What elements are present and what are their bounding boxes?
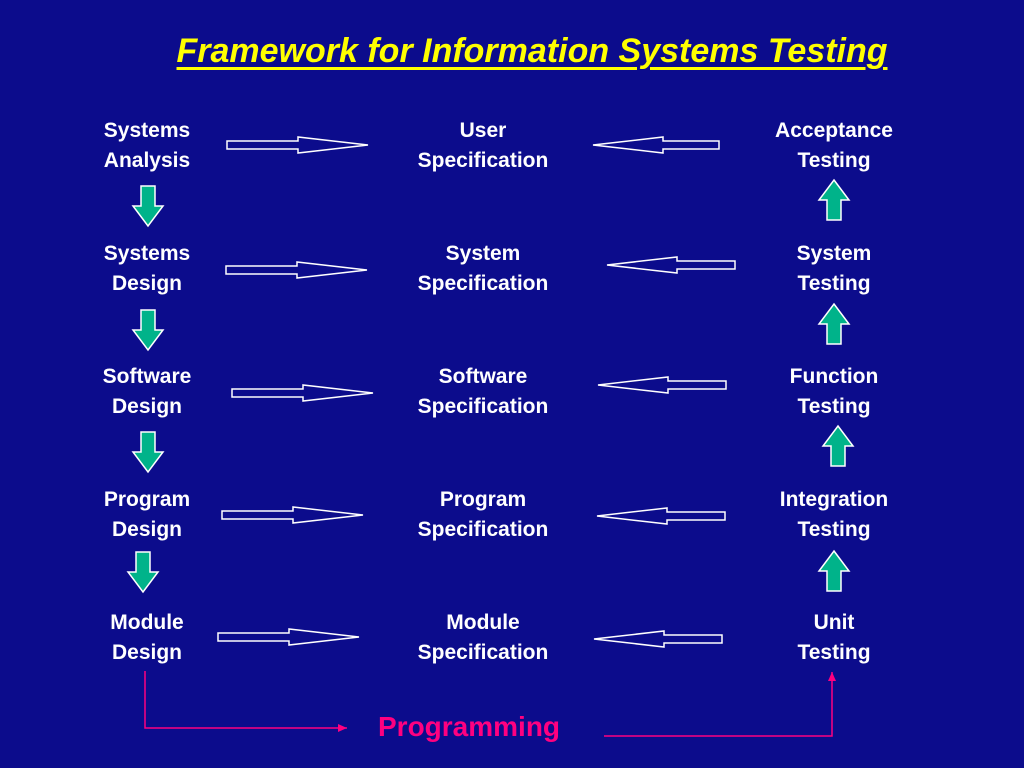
arrow-right-icon <box>221 506 364 524</box>
node-user-specification: User Specification <box>383 116 583 176</box>
arrow-down-icon <box>126 551 160 594</box>
arrow-right-icon <box>217 628 360 646</box>
node-line: Testing <box>797 641 871 664</box>
node-system-testing: System Testing <box>734 239 934 299</box>
node-line: Module <box>446 611 520 634</box>
slide-title: Framework for Information Systems Testin… <box>176 32 888 70</box>
node-line: Testing <box>797 149 871 172</box>
node-function-testing: Function Testing <box>734 362 934 422</box>
arrow-left-icon <box>596 507 726 525</box>
node-line: Unit <box>813 611 855 634</box>
node-line: Design <box>111 518 182 541</box>
programming-label: Programming <box>378 711 561 742</box>
node-systems-analysis: Systems Analysis <box>47 116 247 176</box>
programming-connector-left <box>144 671 347 732</box>
node-line: Specification <box>417 272 549 295</box>
node-line: Design <box>111 395 182 418</box>
node-line: Software <box>102 365 192 388</box>
node-line: Program <box>439 488 527 511</box>
node-line: System <box>445 242 521 265</box>
arrow-up-icon <box>817 549 851 592</box>
node-line: Testing <box>797 518 871 541</box>
node-line: Function <box>789 365 879 388</box>
node-line: Integration <box>779 488 889 511</box>
node-line: Program <box>103 488 191 511</box>
arrow-down-icon <box>131 185 165 228</box>
node-line: Systems <box>103 119 191 142</box>
arrow-up-icon <box>817 178 851 221</box>
node-line: Specification <box>417 641 549 664</box>
node-line: System <box>796 242 872 265</box>
node-module-design: Module Design <box>47 608 247 668</box>
arrow-left-icon <box>606 256 736 274</box>
node-systems-design: Systems Design <box>47 239 247 299</box>
node-software-specification: Software Specification <box>383 362 583 422</box>
node-program-design: Program Design <box>47 485 247 545</box>
node-line: Software <box>438 365 528 388</box>
arrow-left-icon <box>597 376 727 394</box>
node-line: Systems <box>103 242 191 265</box>
node-line: Specification <box>417 395 549 418</box>
arrow-left-icon <box>593 630 723 648</box>
arrow-right-icon <box>225 261 368 279</box>
node-unit-testing: Unit Testing <box>734 608 934 668</box>
node-line: Testing <box>797 395 871 418</box>
programming-connector-right <box>604 672 836 737</box>
node-line: Analysis <box>103 149 191 172</box>
arrow-down-icon <box>131 431 165 474</box>
node-line: Design <box>111 641 182 664</box>
node-software-design: Software Design <box>47 362 247 422</box>
node-program-specification: Program Specification <box>383 485 583 545</box>
arrow-up-icon <box>817 302 851 345</box>
arrow-right-icon <box>226 136 369 154</box>
node-line: Specification <box>417 518 549 541</box>
node-line: Acceptance <box>775 119 893 142</box>
node-line: Module <box>110 611 184 634</box>
node-line: Design <box>111 272 182 295</box>
arrow-right-icon <box>231 384 374 402</box>
node-line: Specification <box>417 149 549 172</box>
node-line: Testing <box>797 272 871 295</box>
node-integration-testing: Integration Testing <box>734 485 934 545</box>
node-system-specification: System Specification <box>383 239 583 299</box>
arrow-left-icon <box>592 136 720 154</box>
node-module-specification: Module Specification <box>383 608 583 668</box>
arrow-down-icon <box>131 309 165 352</box>
node-acceptance-testing: Acceptance Testing <box>734 116 934 176</box>
arrow-up-icon <box>821 424 855 467</box>
node-line: User <box>459 119 507 142</box>
